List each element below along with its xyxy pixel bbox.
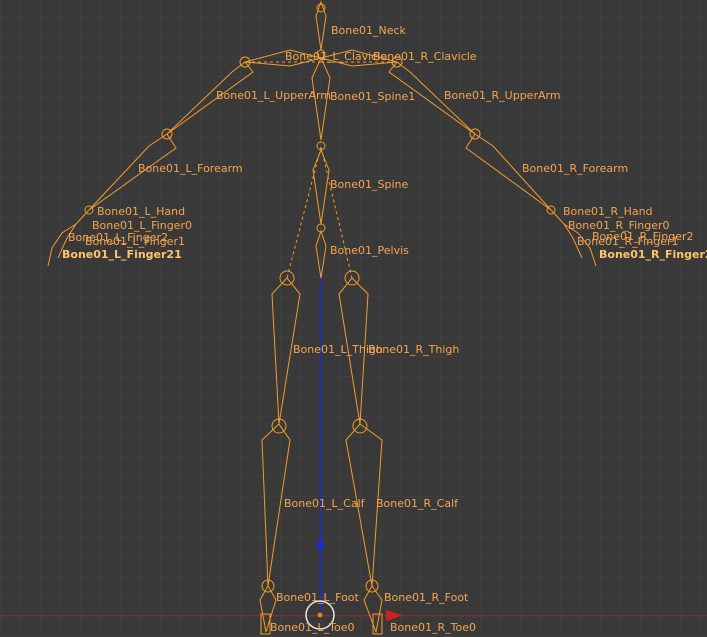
joint[interactable]	[391, 56, 403, 68]
label-r-thigh: Bone01_R_Thigh	[368, 343, 459, 356]
label-l-toe0: Bone01_L_Toe0	[270, 621, 355, 634]
3d-cursor-icon[interactable]	[305, 600, 335, 630]
label-l-thigh: Bone01_L_Thigh	[293, 343, 383, 356]
bone-r-toe0[interactable]	[372, 613, 383, 635]
relation-line	[286, 146, 322, 279]
armature[interactable]	[47, 0, 597, 635]
label-r-finger2: Bone01_R_Finger2	[592, 230, 693, 243]
joint[interactable]	[84, 205, 94, 215]
bone-labels: Bone01_Neck Bone01_L_Clavicle Bone01_R_C…	[62, 24, 707, 634]
joint[interactable]	[239, 56, 251, 68]
label-r-upperarm: Bone01_R_UpperArm	[444, 89, 561, 102]
label-l-foot: Bone01_L_Foot	[276, 591, 360, 604]
joint[interactable]	[546, 205, 556, 215]
joint[interactable]	[316, 223, 326, 233]
joint[interactable]	[316, 3, 326, 13]
joint[interactable]	[365, 579, 379, 593]
label-l-calf: Bone01_L_Calf	[284, 497, 366, 510]
label-r-foot: Bone01_R_Foot	[384, 591, 469, 604]
joint[interactable]	[344, 270, 360, 286]
bone-l-fingers[interactable]	[47, 209, 90, 267]
joint[interactable]	[316, 141, 326, 151]
label-l-finger21: Bone01_L_Finger21	[62, 248, 182, 261]
label-l-finger0: Bone01_L_Finger0	[92, 219, 192, 232]
label-r-toe0: Bone01_R_Toe0	[390, 621, 476, 634]
label-r-calf: Bone01_R_Calf	[376, 497, 459, 510]
joint[interactable]	[279, 270, 295, 286]
joint[interactable]	[352, 418, 368, 434]
label-r-forearm: Bone01_R_Forearm	[522, 162, 628, 175]
label-spine: Bone01_Spine	[330, 178, 409, 191]
label-r-hand: Bone01_R_Hand	[563, 205, 653, 218]
label-r-finger1: Bone01_R_Finger1	[577, 235, 678, 248]
label-l-hand: Bone01_L_Hand	[97, 205, 185, 218]
bone-l-foot[interactable]	[259, 584, 277, 633]
label-neck: Bone01_Neck	[331, 24, 407, 37]
label-r-finger0: Bone01_R_Finger0	[568, 219, 669, 232]
bone-r-fingers[interactable]	[550, 209, 597, 267]
bone-spine1[interactable]	[311, 56, 331, 141]
origin-dot	[317, 612, 323, 618]
y-axis-arrow	[316, 534, 325, 549]
bone-pelvis[interactable]	[315, 229, 327, 279]
x-axis-arrow	[386, 610, 403, 621]
joint[interactable]	[271, 418, 287, 434]
joint[interactable]	[261, 579, 275, 593]
label-l-finger2: Bone01_L_Finger2	[68, 231, 168, 244]
label-l-upperarm: Bone01_L_UpperArm	[216, 89, 331, 102]
joint[interactable]	[161, 128, 173, 140]
bone-l-toe0[interactable]	[260, 613, 271, 635]
bone-r-foot[interactable]	[363, 585, 383, 634]
label-l-clavicle: Bone01_L_Clavicle	[285, 50, 387, 63]
bone-l-fingers[interactable]	[57, 223, 77, 259]
label-spine1: Bone01_Spine1	[330, 90, 415, 103]
label-l-finger1: Bone01_L_Finger1	[85, 235, 185, 248]
bone-r-fingers[interactable]	[563, 223, 583, 259]
label-r-finger21: Bone01_R_Finger21	[599, 248, 707, 261]
relation-line	[320, 146, 353, 279]
label-l-forearm: Bone01_L_Forearm	[138, 162, 243, 175]
label-pelvis: Bone01_Pelvis	[330, 244, 409, 257]
label-r-clavicle: Bone01_R_Clavicle	[373, 50, 477, 63]
joint[interactable]	[469, 128, 481, 140]
